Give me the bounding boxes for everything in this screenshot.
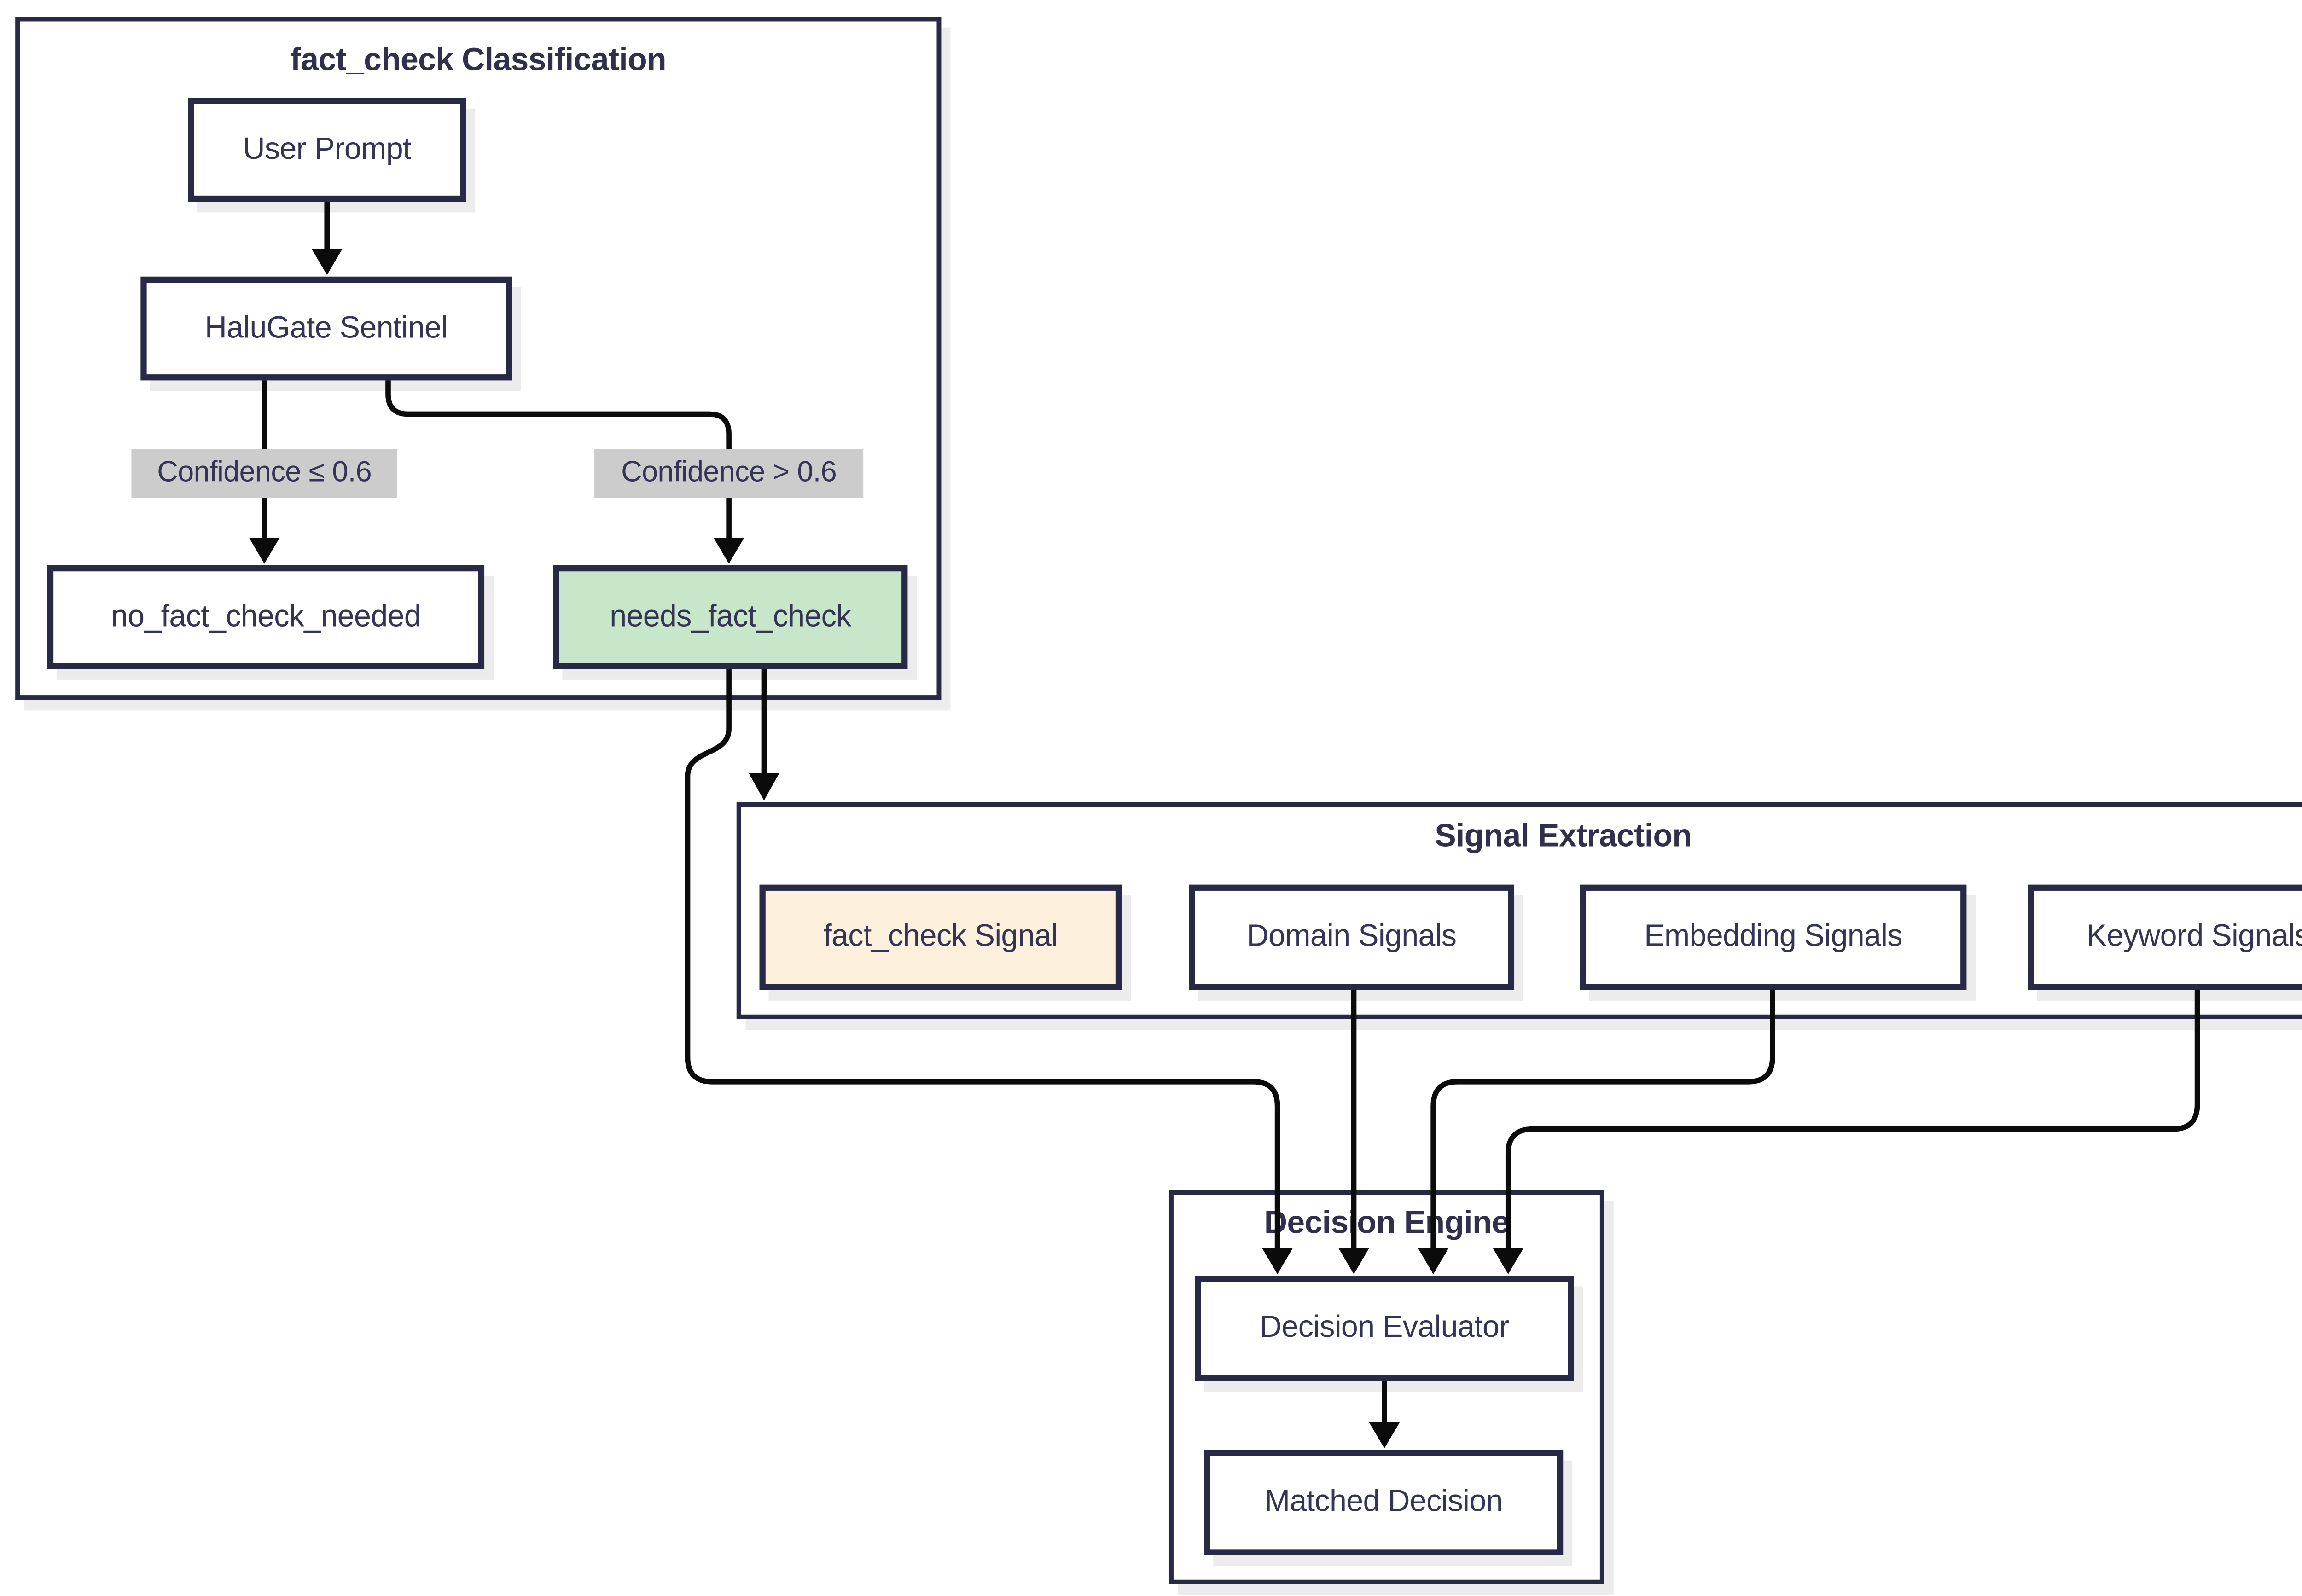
node-fact-check-signal: fact_check Signal (759, 884, 1122, 990)
node-needs-fact-check: needs_fact_check (553, 565, 908, 669)
node-user-prompt: User Prompt (188, 98, 466, 202)
node-decision-evaluator: Decision Evaluator (1195, 1276, 1574, 1381)
node-keyword-signals: Keyword Signals (2028, 884, 2302, 990)
node-no-fact-check-needed: no_fact_check_needed (47, 565, 485, 669)
arrowhead (749, 773, 779, 801)
node-halugate-sentinel: HaluGate Sentinel (140, 276, 512, 381)
subgraph-title-decision-engine: Decision Engine (1264, 1205, 1510, 1241)
edge-label-confidence-low: Confidence ≤ 0.6 (131, 449, 397, 498)
node-embedding-signals: Embedding Signals (1580, 884, 1967, 990)
subgraph-title-signal-extraction: Signal Extraction (1435, 818, 1692, 854)
subgraph-title-fact-check-classification: fact_check Classification (290, 42, 667, 78)
node-domain-signals: Domain Signals (1189, 884, 1515, 990)
edge-label-confidence-high: Confidence > 0.6 (594, 449, 864, 498)
node-matched-decision: Matched Decision (1204, 1450, 1564, 1555)
